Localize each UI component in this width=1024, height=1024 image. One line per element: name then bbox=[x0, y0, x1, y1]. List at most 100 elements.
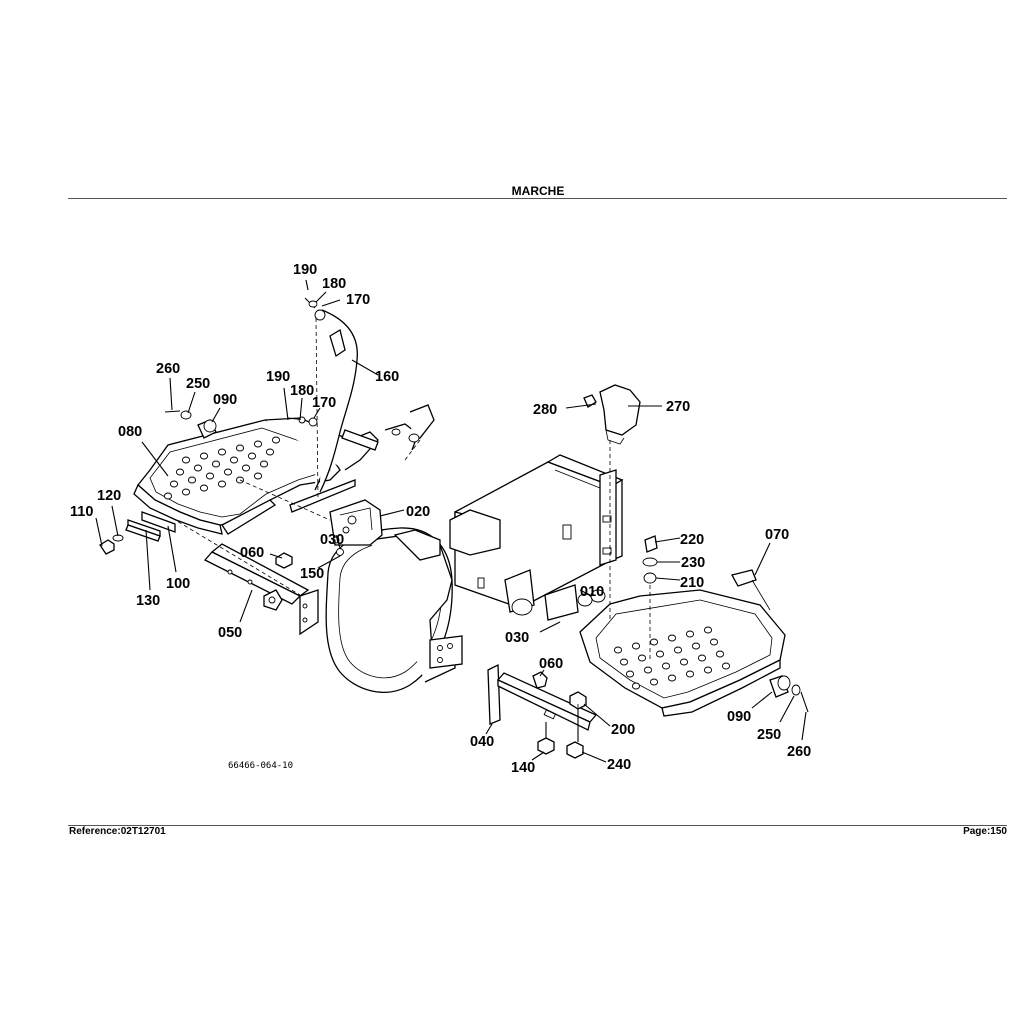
callout-210: 210 bbox=[680, 575, 704, 591]
tread-hole bbox=[253, 440, 263, 448]
callout-250-left: 250 bbox=[186, 376, 210, 392]
tread-hole bbox=[247, 452, 257, 460]
callout-190-mid: 190 bbox=[266, 369, 290, 385]
tread-hole bbox=[673, 646, 683, 654]
callout-280: 280 bbox=[533, 402, 557, 418]
callout-090-right: 090 bbox=[727, 709, 751, 725]
bolt-110 bbox=[99, 534, 124, 555]
tread-hole bbox=[163, 492, 173, 500]
tread-hole bbox=[691, 642, 701, 650]
tread-hole bbox=[667, 634, 677, 642]
tread-hole bbox=[199, 484, 209, 492]
cover-270 bbox=[583, 384, 641, 445]
frame-010 bbox=[449, 454, 624, 621]
callout-260-right: 260 bbox=[787, 744, 811, 760]
tread-hole bbox=[637, 654, 647, 662]
bracket-040 bbox=[487, 663, 598, 755]
callout-170-mid: 170 bbox=[312, 395, 336, 411]
callout-090-left: 090 bbox=[213, 392, 237, 408]
tread-hole bbox=[199, 452, 209, 460]
tread-hole bbox=[181, 488, 191, 496]
callout-020: 020 bbox=[406, 504, 430, 520]
callout-170-top: 170 bbox=[346, 292, 370, 308]
callout-040: 040 bbox=[470, 734, 494, 750]
drawing-number: 66466-064-10 bbox=[228, 761, 293, 771]
tread-hole bbox=[721, 662, 731, 670]
callout-030-left: 030 bbox=[320, 532, 344, 548]
callout-220: 220 bbox=[680, 532, 704, 548]
page-number: Page:150 bbox=[963, 826, 1007, 837]
callout-labels: 190 180 170 160 260 250 090 190 180 170 … bbox=[70, 262, 811, 776]
bracket-050 bbox=[203, 543, 319, 636]
bumper-090-right bbox=[769, 675, 809, 713]
callout-250-right: 250 bbox=[757, 727, 781, 743]
linkage-020 bbox=[329, 404, 435, 546]
tread-hole bbox=[223, 468, 233, 476]
tread-hole bbox=[697, 654, 707, 662]
callout-180-top: 180 bbox=[322, 276, 346, 292]
tread-hole bbox=[265, 448, 275, 456]
nut-060-left bbox=[275, 548, 344, 569]
tread-hole bbox=[631, 682, 641, 690]
tread-hole bbox=[715, 650, 725, 658]
tread-hole bbox=[229, 456, 239, 464]
tread-hole bbox=[205, 472, 215, 480]
tread-hole bbox=[217, 480, 227, 488]
callout-230: 230 bbox=[681, 555, 705, 571]
tread-hole bbox=[181, 456, 191, 464]
tread-hole bbox=[679, 658, 689, 666]
nut-060-right bbox=[532, 671, 587, 759]
callout-200: 200 bbox=[611, 722, 635, 738]
callout-100: 100 bbox=[166, 576, 190, 592]
callout-070: 070 bbox=[765, 527, 789, 543]
tread-hole bbox=[649, 678, 659, 686]
header-rule bbox=[68, 198, 1007, 199]
callout-150: 150 bbox=[300, 566, 324, 582]
tread-hole bbox=[169, 480, 179, 488]
callout-240: 240 bbox=[607, 757, 631, 773]
callout-260-left: 260 bbox=[156, 361, 180, 377]
reference-label: Reference:02T12701 bbox=[69, 826, 166, 837]
tread-hole bbox=[703, 626, 713, 634]
bolt-stack-right bbox=[642, 535, 658, 584]
assembly-lines bbox=[171, 317, 651, 740]
tread-hole bbox=[685, 670, 695, 678]
tread-hole bbox=[175, 468, 185, 476]
tread-hole bbox=[631, 642, 641, 650]
tread-hole bbox=[235, 444, 245, 452]
tread-hole bbox=[193, 464, 203, 472]
tread-hole bbox=[241, 464, 251, 472]
tread-hole bbox=[661, 662, 671, 670]
tread-hole bbox=[187, 476, 197, 484]
tread-hole bbox=[271, 436, 281, 444]
tread-hole bbox=[619, 658, 629, 666]
tread-hole bbox=[625, 670, 635, 678]
page-title: MARCHE bbox=[511, 184, 565, 198]
callout-030-right: 030 bbox=[505, 630, 529, 646]
callout-050: 050 bbox=[218, 625, 242, 641]
callout-080: 080 bbox=[118, 424, 142, 440]
callout-060-right: 060 bbox=[539, 656, 563, 672]
callout-060-left: 060 bbox=[240, 545, 264, 561]
step-plate-080-holes bbox=[163, 436, 281, 500]
callout-110: 110 bbox=[70, 504, 93, 520]
bumper-090-left bbox=[164, 410, 217, 439]
tread-hole bbox=[709, 638, 719, 646]
callout-160: 160 bbox=[375, 369, 399, 385]
bell-housing bbox=[325, 527, 463, 693]
tread-hole bbox=[685, 630, 695, 638]
callout-190-top: 190 bbox=[293, 262, 317, 278]
tread-hole bbox=[667, 674, 677, 682]
plates-130-100 bbox=[125, 511, 176, 542]
callout-140: 140 bbox=[511, 760, 535, 776]
leader-lines bbox=[95, 279, 807, 763]
step-plate-070 bbox=[579, 569, 786, 717]
tread-hole bbox=[217, 448, 227, 456]
tread-hole bbox=[649, 638, 659, 646]
callout-010: 010 bbox=[580, 584, 604, 600]
tread-hole bbox=[211, 460, 221, 468]
callout-130: 130 bbox=[136, 593, 160, 609]
lever-160 bbox=[287, 297, 379, 493]
callout-120: 120 bbox=[97, 488, 121, 504]
